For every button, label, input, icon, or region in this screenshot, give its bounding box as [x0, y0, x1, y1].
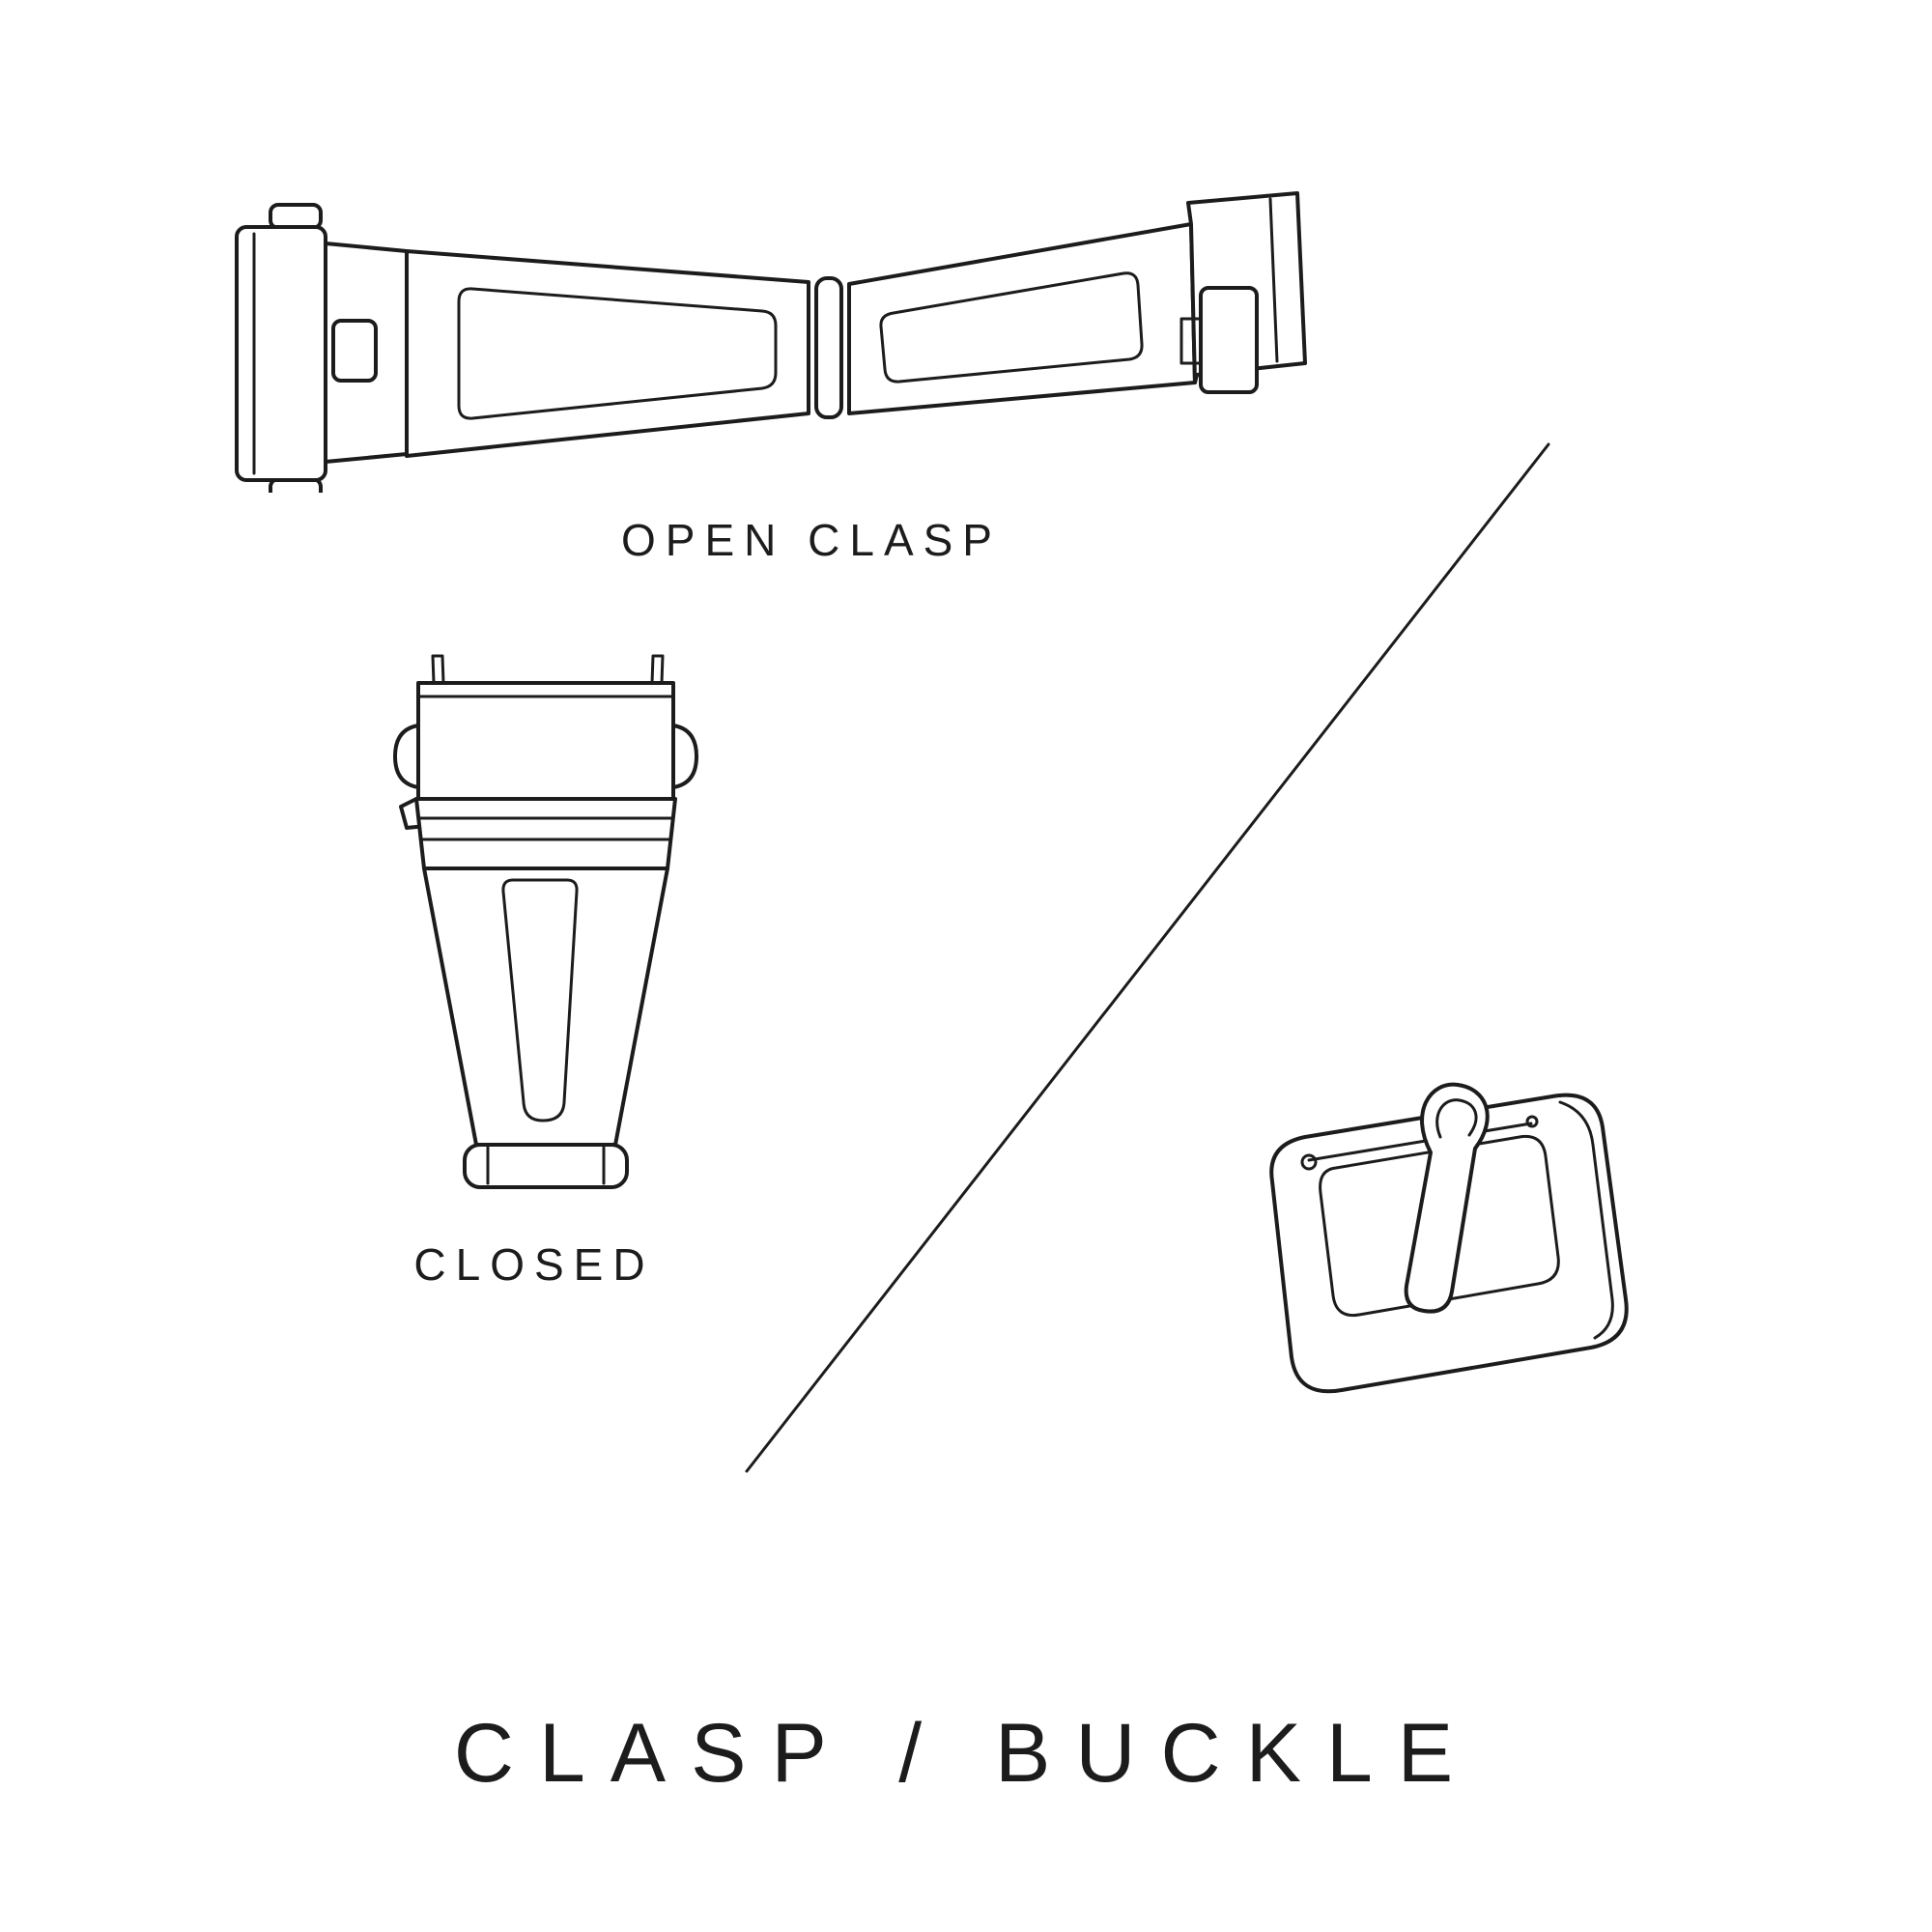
page-title: CLASP / BUCKLE [453, 1707, 1479, 1800]
buckle-pin-left-end [1300, 1153, 1318, 1171]
keeper [1199, 286, 1259, 394]
divider-line [745, 442, 1550, 1473]
closed-clasp-icon [393, 654, 698, 1189]
buckle-icon [1269, 1082, 1629, 1394]
left-endlink [235, 225, 327, 482]
left-blade-window [457, 287, 778, 420]
closed-clasp-label: CLOSED [413, 1239, 655, 1290]
top-cover [416, 681, 675, 801]
fold-band-lines [417, 816, 674, 841]
diagonal-divider-icon [745, 442, 1550, 1473]
fold-band [414, 797, 677, 870]
open-clasp-figure [235, 191, 1307, 493]
buckle-window [1319, 1134, 1560, 1318]
buckle-pin [1307, 1122, 1533, 1162]
left-endlink-top-tab [269, 203, 323, 230]
left-blade [405, 249, 810, 458]
end-bar-ticks [486, 1146, 606, 1185]
left-prong [431, 654, 445, 685]
clasp-body-slot [501, 878, 579, 1122]
closed-clasp-figure [393, 654, 698, 1189]
open-clasp-label: OPEN CLASP [621, 515, 1002, 565]
right-prong [650, 654, 665, 685]
buckle-prong [1404, 1082, 1490, 1314]
buckle-pin-right-end [1525, 1115, 1539, 1128]
buckle-band-contour [1558, 1100, 1614, 1340]
end-bar [463, 1143, 629, 1189]
buckle-figure [1269, 1082, 1629, 1394]
open-clasp-icon [235, 191, 1307, 493]
left-side-tab [393, 724, 420, 789]
right-blade-window [879, 271, 1144, 384]
clasp-body [422, 867, 669, 1147]
hinge [814, 276, 843, 419]
keeper-hook [1179, 317, 1203, 365]
right-endlink-fold-line [1268, 197, 1279, 363]
right-side-tab [671, 724, 698, 789]
release-button [331, 319, 378, 383]
buckle-prong-loop-inner [1435, 1098, 1478, 1139]
right-blade [847, 222, 1197, 415]
